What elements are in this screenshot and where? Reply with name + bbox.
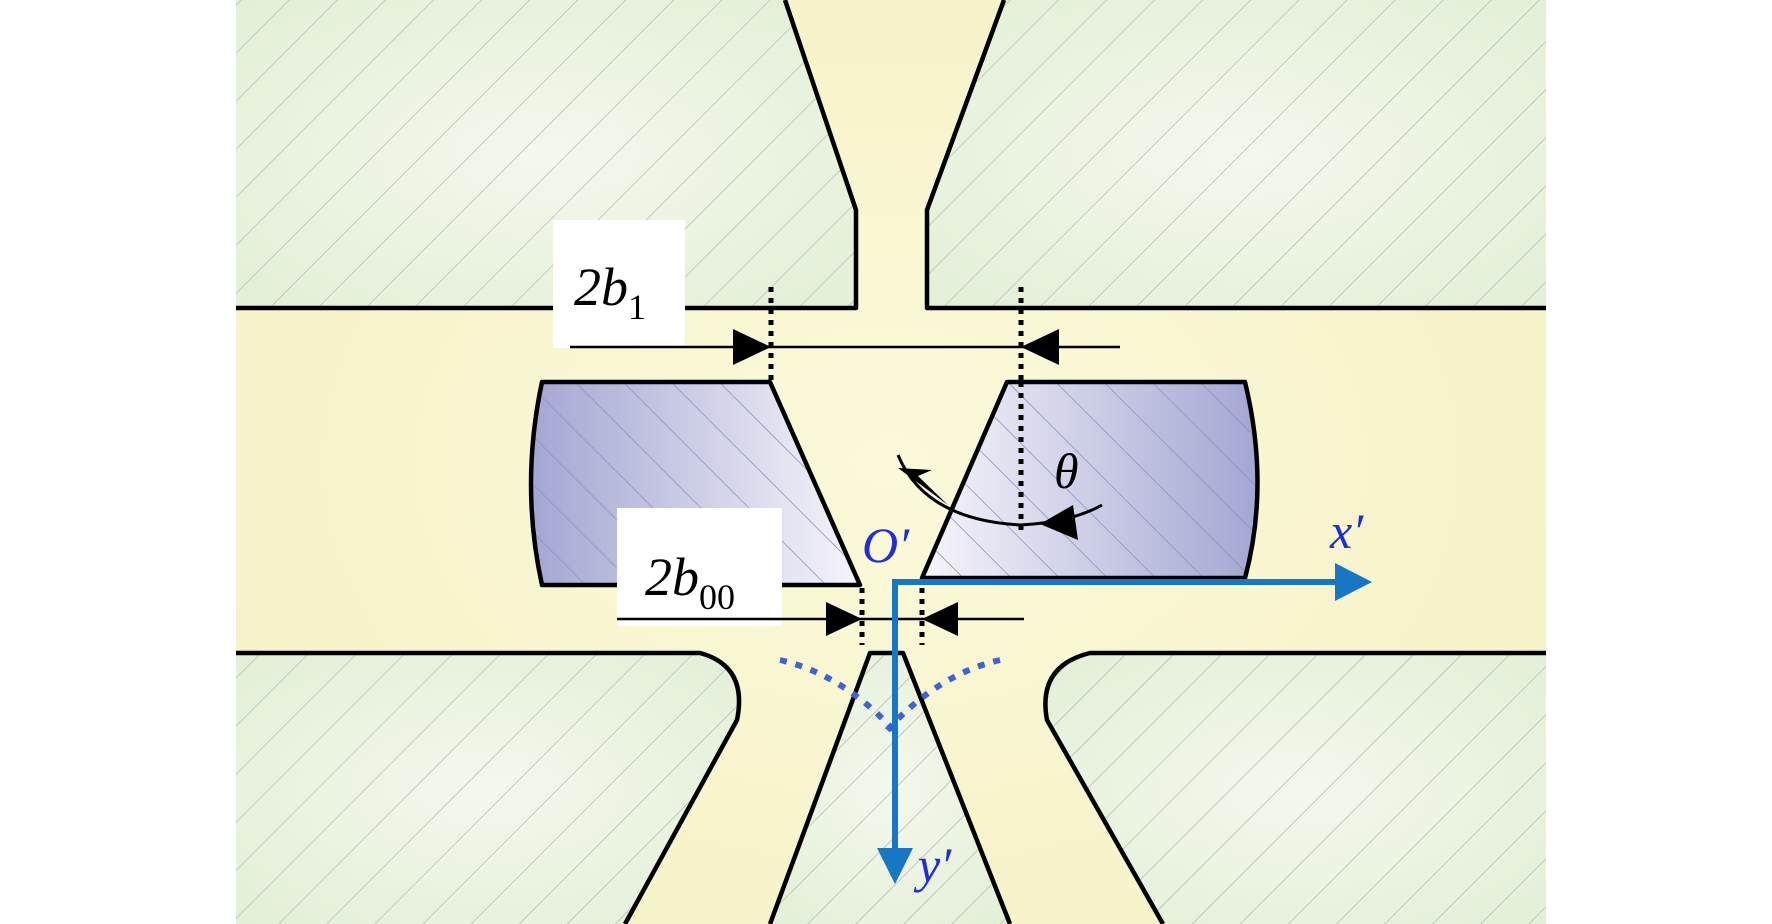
label-2b1: 2b1 <box>574 257 646 327</box>
angle-theta-indicator <box>896 382 1103 540</box>
wall-outlines <box>236 0 1546 924</box>
jet-boundary-dotted <box>779 657 1001 737</box>
dimension-2b1 <box>570 287 1120 382</box>
label-origin: O′ <box>862 517 910 573</box>
label-y-axis: y′ <box>913 837 952 893</box>
label-2b00: 2b00 <box>645 547 735 617</box>
label-x-axis: x′ <box>1329 503 1364 559</box>
label-box-2b00 <box>617 508 782 626</box>
coordinate-axes <box>877 563 1372 884</box>
label-box-2b1 <box>553 220 685 348</box>
dimension-2b00 <box>617 588 1024 645</box>
label-theta: θ <box>1054 443 1079 499</box>
